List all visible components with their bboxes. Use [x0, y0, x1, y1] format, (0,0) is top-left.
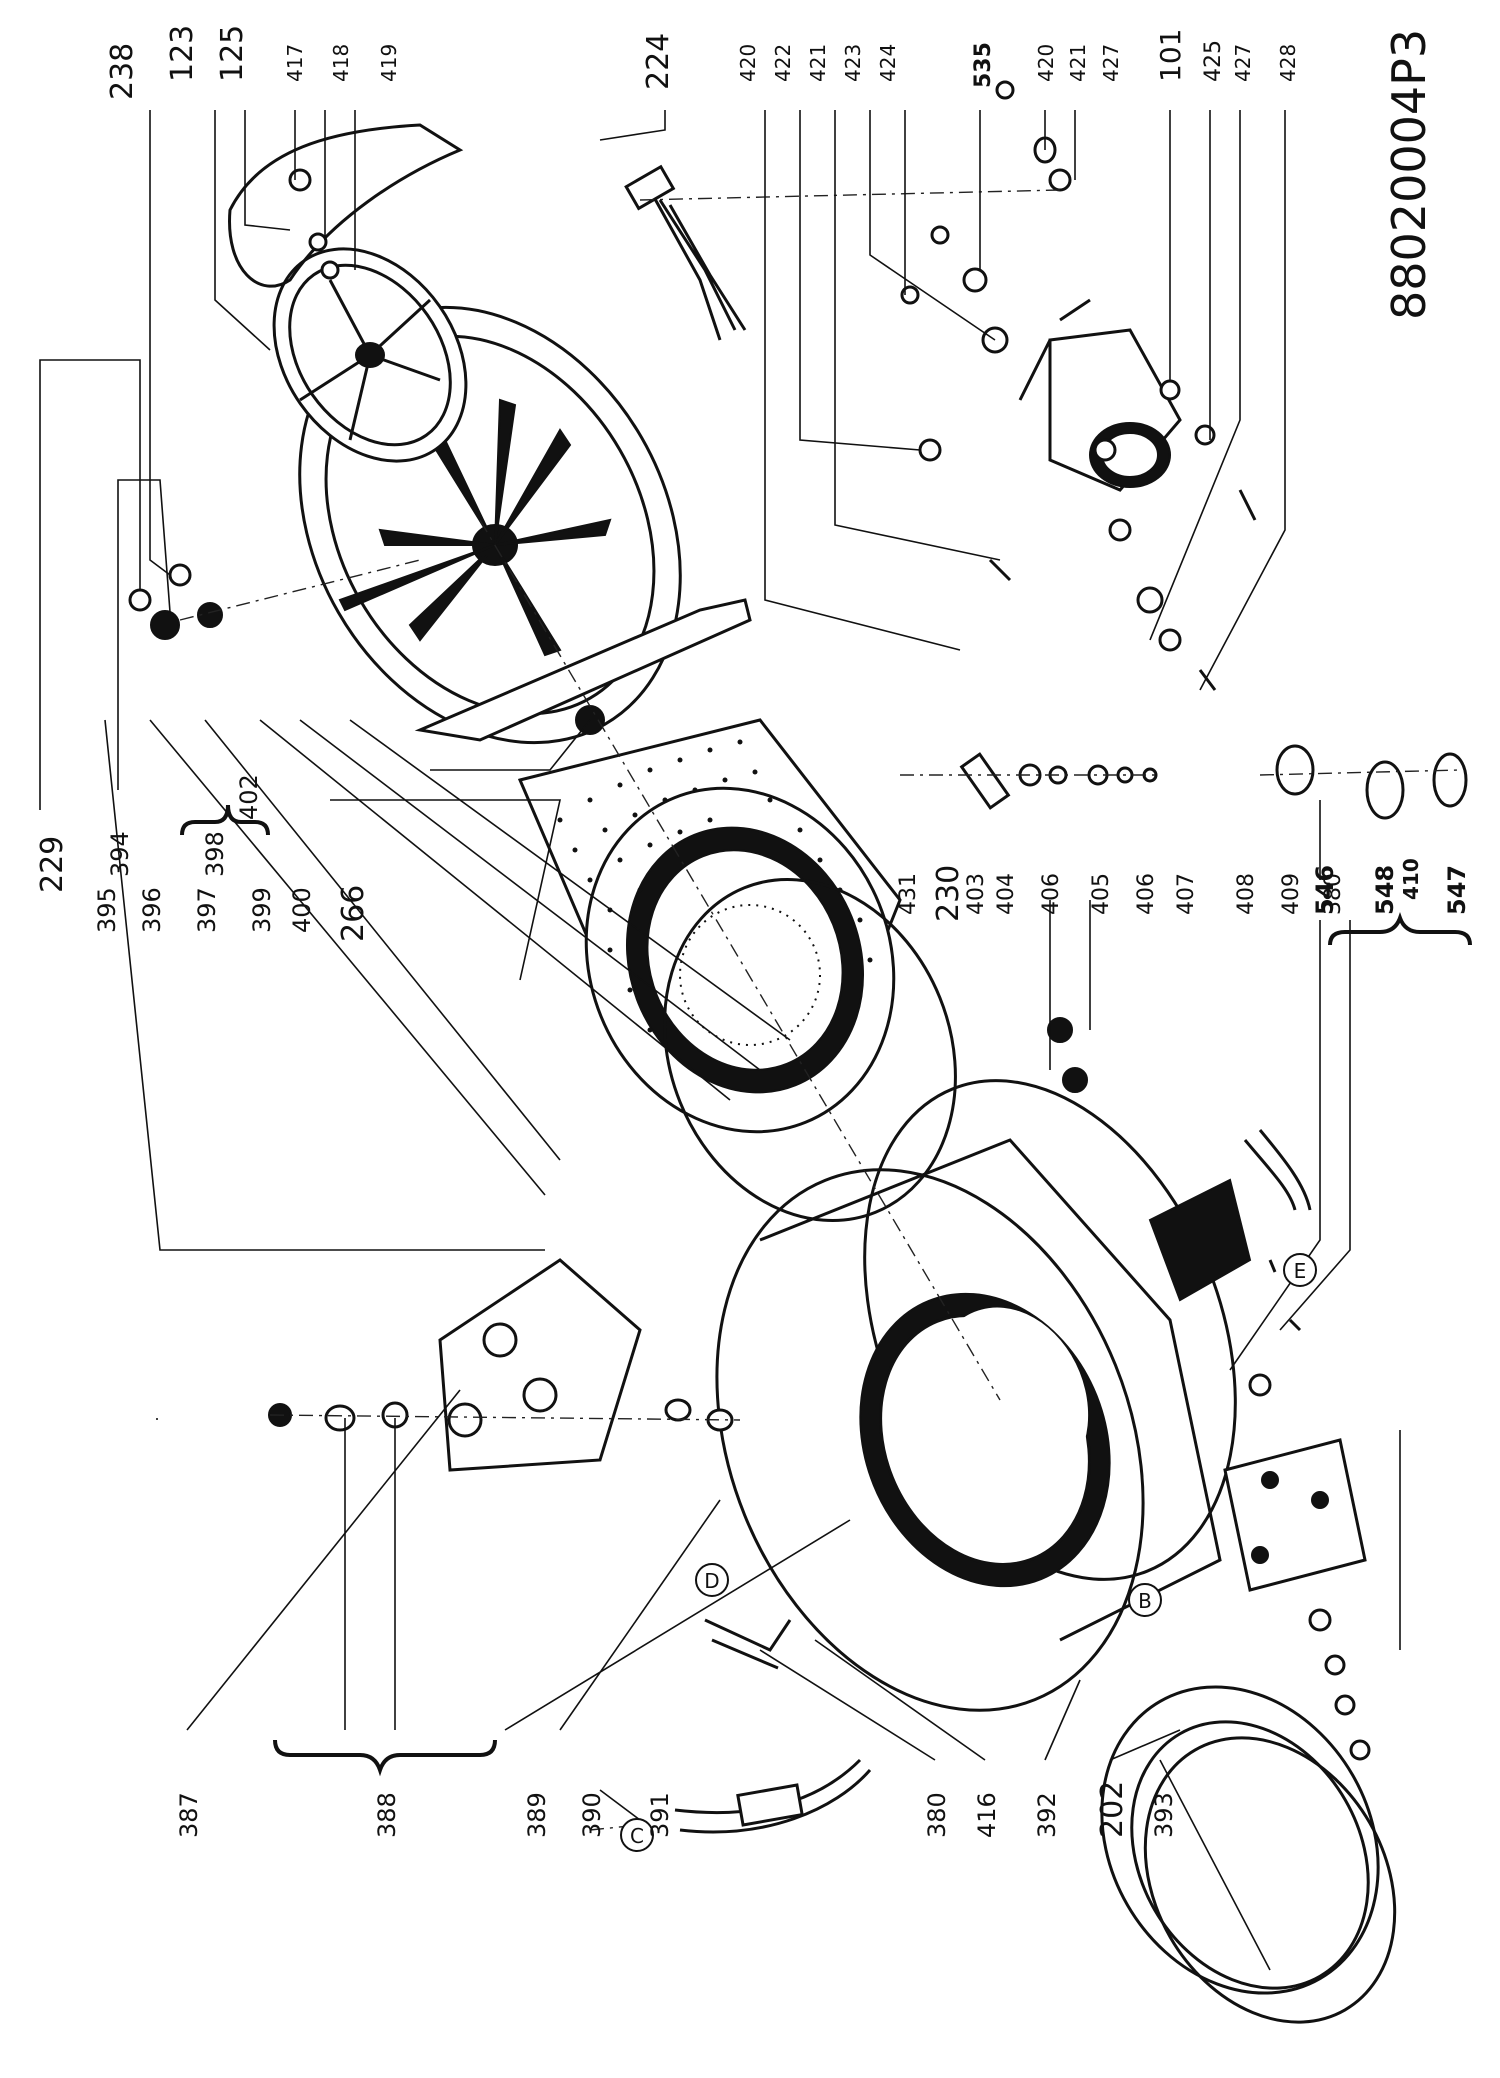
- label-431: 431: [896, 873, 921, 915]
- tub-seal-ring: [663, 877, 957, 1223]
- label-224: 224: [641, 33, 676, 90]
- label-395: 395: [93, 887, 121, 933]
- counterweight-fasteners: [268, 1398, 734, 1432]
- label-420-a: 420: [736, 44, 760, 82]
- label-391: 391: [646, 1792, 674, 1838]
- label-547: 547: [1443, 865, 1471, 915]
- label-406-a: 406: [1039, 873, 1064, 915]
- drive-motor: [1018, 298, 1182, 492]
- label-428: 428: [1276, 44, 1300, 82]
- label-125: 125: [215, 25, 250, 82]
- label-424: 424: [876, 44, 900, 82]
- label-387: 387: [175, 1792, 203, 1838]
- label-398: 398: [201, 831, 229, 877]
- heater-element: [624, 164, 747, 341]
- label-416: 416: [973, 1792, 1001, 1838]
- label-380-right: 380: [1321, 873, 1346, 915]
- outer-tub: [715, 1079, 1252, 1712]
- small-right-parts: [959, 744, 1468, 1093]
- label-535: 535: [971, 42, 996, 88]
- label-420-b: 420: [1034, 44, 1058, 82]
- label-389: 389: [523, 1792, 551, 1838]
- label-419: 419: [377, 44, 401, 82]
- right-group-labels: 431 230 403 404 406 405 406 407 408 409 …: [896, 858, 1471, 922]
- label-393: 393: [1150, 1792, 1178, 1838]
- shock-absorber-set: [1248, 1259, 1371, 1761]
- label-410: 410: [1399, 858, 1423, 900]
- label-400: 400: [288, 887, 316, 933]
- label-427-b: 427: [1231, 44, 1255, 82]
- label-402: 402: [235, 774, 263, 820]
- label-390: 390: [578, 1792, 606, 1838]
- svg-text:C: C: [630, 1824, 644, 1848]
- counterweight: [438, 1258, 642, 1472]
- drum-pulley: [272, 247, 468, 463]
- group-braces: [180, 804, 1472, 1777]
- label-418: 418: [329, 44, 353, 82]
- label-397: 397: [193, 887, 221, 933]
- top-group-labels: 238 123 125 417 418 419 224 420 422 421 …: [105, 25, 1300, 100]
- callout-b: B: [1128, 1583, 1162, 1617]
- label-266: 266: [336, 885, 371, 942]
- leader-lines: [39, 110, 1401, 1971]
- svg-text:E: E: [1294, 1259, 1307, 1283]
- label-407: 407: [1174, 873, 1199, 915]
- label-406-b: 406: [1134, 873, 1159, 915]
- rear-cover-fasteners: [128, 563, 223, 640]
- label-404: 404: [994, 873, 1019, 915]
- drain-hose-assembly: [674, 1618, 872, 1834]
- label-123: 123: [165, 25, 200, 82]
- label-409: 409: [1279, 873, 1304, 915]
- label-427-a: 427: [1099, 44, 1123, 82]
- label-421-a: 421: [806, 44, 830, 82]
- middle-column-labels: 229 394 395 396 397 398 399 400 266 402: [35, 774, 371, 942]
- label-548: 548: [1371, 865, 1399, 915]
- left-column-labels: 387 388 389 390 391 380 416 392 202 393: [175, 1781, 1178, 1838]
- label-380-left: 380: [923, 1792, 951, 1838]
- label-392: 392: [1033, 1792, 1061, 1838]
- callout-d: D: [695, 1563, 729, 1597]
- callout-e: E: [1283, 1253, 1317, 1287]
- motor-fasteners: [900, 80, 1257, 691]
- label-403: 403: [964, 873, 989, 915]
- door-bellows: [1100, 1685, 1397, 2024]
- drain-pump: [1223, 1438, 1367, 1592]
- svg-text:B: B: [1138, 1589, 1152, 1613]
- label-230: 230: [931, 865, 966, 922]
- suspension-spring-arm: [414, 598, 752, 742]
- label-423: 423: [841, 44, 865, 82]
- label-421-b: 421: [1066, 44, 1090, 82]
- label-425: 425: [1201, 40, 1226, 82]
- svg-text:D: D: [704, 1569, 719, 1593]
- label-101: 101: [1154, 29, 1187, 82]
- label-388: 388: [373, 1792, 401, 1838]
- label-422: 422: [771, 44, 795, 82]
- label-202: 202: [1095, 1781, 1130, 1838]
- label-394: 394: [106, 831, 134, 877]
- label-238: 238: [105, 43, 140, 100]
- label-229: 229: [35, 836, 70, 893]
- pump-hose: [1243, 1129, 1312, 1211]
- label-396: 396: [138, 887, 166, 933]
- label-417: 417: [283, 44, 307, 82]
- inner-drum: [517, 718, 902, 1134]
- label-408: 408: [1234, 873, 1259, 915]
- drawing-code: 88020004P3: [1382, 29, 1436, 320]
- label-546: 546: [1311, 865, 1339, 915]
- label-405: 405: [1089, 873, 1114, 915]
- callout-c: C: [620, 1818, 654, 1852]
- label-399: 399: [248, 887, 276, 933]
